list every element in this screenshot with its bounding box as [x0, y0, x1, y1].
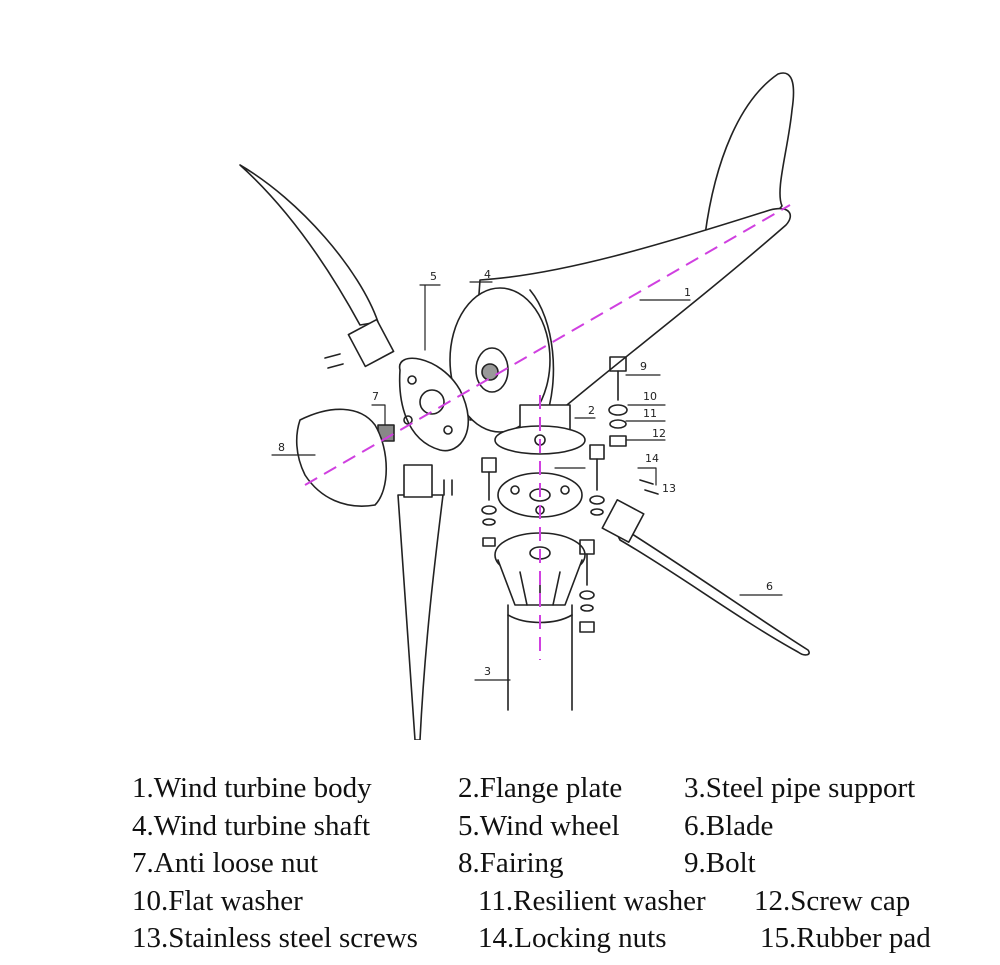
resilient-washer	[590, 508, 604, 516]
callout-1: 1	[684, 286, 691, 299]
legend-item: 3.Steel pipe support	[684, 772, 916, 804]
callout-11: 11	[643, 407, 657, 420]
turbine-shaft	[481, 363, 499, 381]
flange-hole	[560, 485, 570, 495]
legend-item: 11.Resilient washer	[478, 884, 706, 917]
flat-washer	[579, 590, 595, 600]
callout-2: 2	[588, 404, 595, 417]
legend-item: 13.Stainless steel screws	[132, 922, 418, 954]
hub-bolt	[443, 425, 453, 435]
small-screws	[639, 479, 659, 495]
blade-upper-left	[239, 164, 379, 326]
blade-root	[347, 318, 395, 368]
flat-washer	[589, 495, 605, 505]
flange-hole	[510, 485, 520, 495]
legend-row: 1.Wind turbine body 2.Flange plate 3.Ste…	[132, 772, 972, 810]
callout-8: 8	[278, 441, 285, 454]
legend-item: 1.Wind turbine body	[132, 772, 372, 804]
callout-10: 10	[643, 390, 657, 403]
resilient-washer	[482, 518, 496, 526]
bolt-head	[589, 444, 605, 460]
callout-4: 4	[484, 268, 491, 281]
screw-cap	[609, 435, 627, 447]
legend-item: 7.Anti loose nut	[132, 847, 319, 879]
blade-lower	[397, 494, 444, 740]
flat-washer	[608, 404, 628, 416]
blade-root	[601, 499, 645, 543]
resilient-washer	[580, 604, 594, 612]
callout-7: 7	[372, 390, 379, 403]
legend-item: 5.Wind wheel	[458, 809, 620, 842]
callout-5: 5	[430, 270, 437, 283]
tail-fin	[704, 72, 795, 236]
flat-washer	[481, 505, 497, 515]
legend-item: 15.Rubber pad	[760, 922, 931, 954]
legend-item: 12.Screw cap	[754, 884, 911, 917]
assembly-axis	[304, 204, 791, 486]
legend-row: 13.Stainless steel screws 14.Locking nut…	[132, 922, 972, 960]
legend-row: 10.Flat washer 11.Resilient washer 12.Sc…	[132, 885, 972, 923]
locking-nut	[482, 537, 496, 547]
resilient-washer	[609, 419, 627, 429]
legend-item: 8.Fairing	[458, 847, 564, 879]
small-screws	[324, 353, 344, 369]
legend-item: 2.Flange plate	[458, 772, 623, 804]
legend-item: 6.Blade	[684, 809, 774, 842]
leader-line	[371, 404, 386, 426]
bolt-head	[481, 457, 497, 473]
legend-row: 4.Wind turbine shaft 5.Wind wheel 6.Blad…	[132, 810, 972, 848]
legend-item: 4.Wind turbine shaft	[132, 809, 371, 842]
legend-row: 7.Anti loose nut 8.Fairing 9.Bolt	[132, 847, 972, 885]
callout-6: 6	[766, 580, 773, 593]
leader-line	[419, 284, 441, 351]
blade-root	[403, 464, 433, 498]
hub-center	[419, 389, 445, 415]
callout-9: 9	[640, 360, 647, 373]
hub-bolt	[403, 415, 413, 425]
fairing	[295, 408, 388, 507]
callout-12: 12	[652, 427, 666, 440]
leader-line	[637, 467, 657, 486]
locking-nut	[579, 621, 595, 633]
callout-13: 13	[662, 482, 676, 495]
callout-3: 3	[484, 665, 491, 678]
legend-item: 9.Bolt	[684, 847, 756, 879]
parts-legend: 1.Wind turbine body 2.Flange plate 3.Ste…	[132, 772, 972, 960]
blade-right	[609, 519, 810, 656]
exploded-diagram: 1 2 3 4 5 6 7 8 9 10 11 12 13 14	[239, 72, 810, 740]
small-screws	[443, 479, 453, 496]
steel-pipe	[507, 604, 573, 711]
legend-item: 10.Flat washer	[132, 884, 303, 917]
hub-bolt	[407, 375, 417, 385]
legend-item: 14.Locking nuts	[478, 922, 667, 954]
callout-14: 14	[645, 452, 659, 465]
